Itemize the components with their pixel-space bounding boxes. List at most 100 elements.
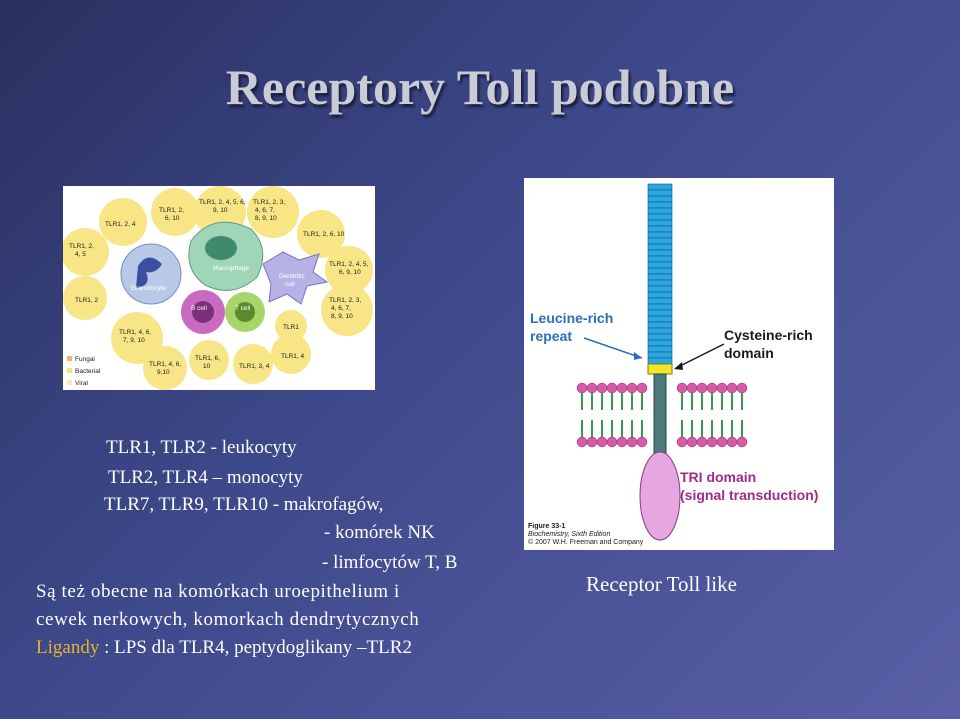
label-repeat: repeat <box>530 328 572 344</box>
immune-cells-figure: TLR1, 2, 4 TLR1, 2,6, 10 TLR1, 2, 4, 5, … <box>63 186 375 390</box>
lipid-head <box>736 382 748 394</box>
lipid-head <box>576 382 588 394</box>
tlr-bubble <box>325 246 373 294</box>
ligand-line: Ligandy : LPS dla TLR4, peptydoglikany –… <box>36 637 412 659</box>
lipid-head <box>676 382 688 394</box>
text-line-5: - limfocytów T, B <box>322 552 458 573</box>
lipid-head <box>676 436 688 448</box>
lrr-segment <box>647 201 673 209</box>
bubble-label: TLR1, 2, 4, 5, <box>329 261 369 268</box>
lipid-head <box>726 382 738 394</box>
figure-id: Figure 33-1 <box>528 523 565 530</box>
lrr-segment <box>647 351 673 359</box>
lipid-head <box>626 436 638 448</box>
bubble-label: 4, 5 <box>75 251 86 258</box>
legend-label: Fungal <box>75 356 95 363</box>
tlr-bubble <box>321 284 373 336</box>
text-line-3: TLR7, TLR9, TLR10 - makrofagów, <box>104 494 384 515</box>
lrr-segment <box>647 357 673 365</box>
lrr-segment <box>647 261 673 269</box>
granulocyte-cell <box>120 243 182 305</box>
cell-label: Granulocyte <box>131 285 166 292</box>
lrr-segment <box>647 207 673 215</box>
cell-label: cell <box>285 281 295 288</box>
bubble-label: 9, 10 <box>213 207 228 214</box>
legend-label: Viral <box>75 380 88 387</box>
tlr-bubble <box>297 210 345 258</box>
bubble-label: TLR1, 2, <box>159 207 184 214</box>
text-line-4: - komórek NK <box>324 522 435 543</box>
tlr-bubble <box>189 340 229 380</box>
bubble-label: TLR1 <box>283 324 299 331</box>
tlr-structure-figure: Leucine-rich repeat Cysteine-rich domain… <box>524 178 834 550</box>
tlr-bubble <box>271 334 311 374</box>
lrr-segment <box>647 273 673 281</box>
text-line-6: Są też obecne na komórkach uroepithelium… <box>36 581 400 602</box>
lipid-head <box>576 436 588 448</box>
label-domain: domain <box>724 345 774 361</box>
lipid-head <box>696 382 708 394</box>
lipid-head <box>616 436 628 448</box>
bubble-label: 6, 9, 10 <box>339 269 361 276</box>
tlr-bubble <box>151 188 199 236</box>
bubble-label: TLR1, 4, 6, <box>119 329 151 336</box>
lipid-head <box>716 436 728 448</box>
lrr-segment <box>647 339 673 347</box>
bubble-label: TLR1, 2, 4 <box>105 221 136 228</box>
lrr-segment <box>647 189 673 197</box>
lipid-head <box>696 436 708 448</box>
lipid-head <box>586 382 598 394</box>
tlr-bubble <box>233 344 273 384</box>
lipid-head <box>726 436 738 448</box>
tlr-bubble <box>275 310 307 342</box>
tlr-bubble <box>99 198 147 246</box>
lrr-segment <box>647 345 673 353</box>
lrr-segment <box>647 183 673 191</box>
lrr-segment <box>647 315 673 323</box>
immune-cells-diagram: TLR1, 2, 4 TLR1, 2,6, 10 TLR1, 2, 4, 5, … <box>63 186 375 390</box>
lrr-segment <box>647 213 673 221</box>
lipid-head <box>736 436 748 448</box>
figure-book: Biochemistry, Sixth Edition <box>528 531 610 538</box>
text-line-1: TLR1, TLR2 - leukocyty <box>106 437 297 458</box>
bubble-label: 10 <box>203 363 211 370</box>
lrr-segment <box>647 285 673 293</box>
bubble-label: TLR1, 2, 4, 5, 6, <box>199 199 246 206</box>
bubble-label: TLR1, 2, 3, <box>329 297 361 304</box>
bubble-label: 8, 9, 10 <box>255 215 277 222</box>
tlr-bubble <box>111 312 163 364</box>
bubble-label: TLR1, 3, 4 <box>239 363 270 370</box>
bubble-label: TLR1, 2, 6, 10 <box>303 231 345 238</box>
tlr-bubble <box>143 346 187 390</box>
t-cell-nucleus <box>235 302 255 322</box>
bubble-label: 7, 9, 10 <box>123 337 145 344</box>
macrophage-nucleus <box>205 236 237 260</box>
bubble-label: 6, 10 <box>165 215 180 222</box>
bubble-label: TLR1, 2 <box>75 297 99 304</box>
ligand-label: Ligandy <box>36 637 100 658</box>
lrr-segment <box>647 291 673 299</box>
figure-caption: Receptor Toll like <box>586 572 737 596</box>
granulocyte-nucleus <box>136 257 162 288</box>
cysteine-rich-domain <box>647 363 673 375</box>
lrr-segment <box>647 333 673 341</box>
lipid-head <box>616 382 628 394</box>
legend-swatch-bacterial <box>67 368 72 373</box>
tlr-bubble <box>63 276 107 320</box>
ligand-text: : LPS dla TLR4, peptydoglikany –TLR2 <box>99 637 412 658</box>
slide-title: Receptory Toll podobne <box>225 59 735 115</box>
tlr-structure-diagram: Leucine-rich repeat Cysteine-rich domain… <box>524 178 834 550</box>
lrr-segment <box>647 231 673 239</box>
text-line-7: cewek nerkowych, komorkach dendrytycznyc… <box>36 609 420 630</box>
lrr-segment <box>647 303 673 311</box>
lrr-segment <box>647 195 673 203</box>
lrr-segment <box>647 225 673 233</box>
lipid-head <box>596 436 608 448</box>
lrr-segment <box>647 297 673 305</box>
lrr-segment <box>647 309 673 317</box>
lipid-head <box>716 382 728 394</box>
lrr-segment <box>647 249 673 257</box>
b-cell-nucleus <box>192 301 214 323</box>
legend-swatch-fungal <box>67 356 72 361</box>
